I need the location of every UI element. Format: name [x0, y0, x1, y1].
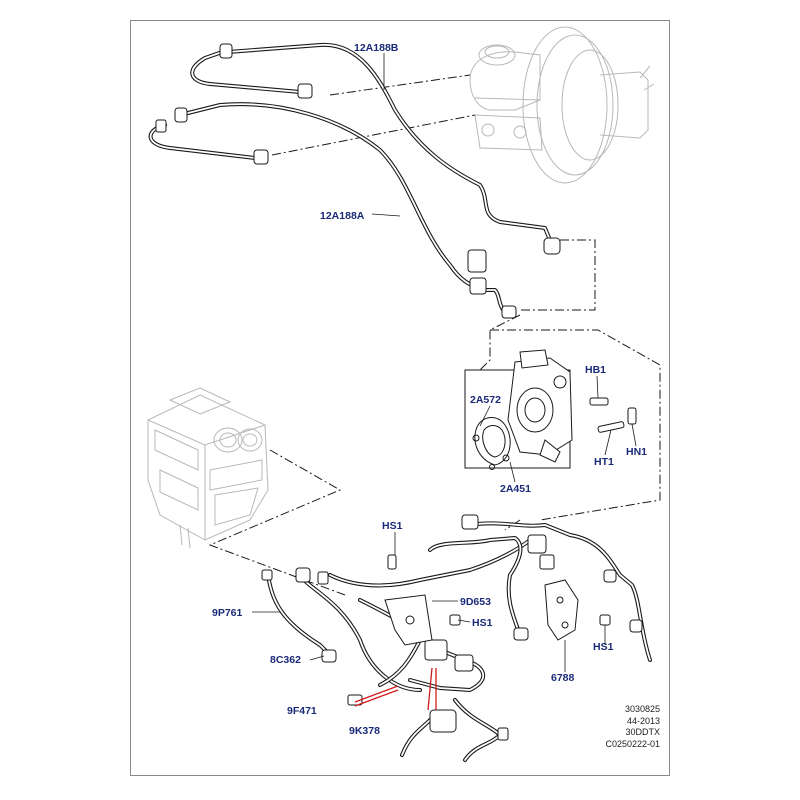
- label-12a188b: 12A188B: [354, 42, 399, 54]
- bracket-6788: [544, 579, 579, 641]
- label-hb1: HB1: [585, 364, 607, 376]
- brake-booster-ghost: [469, 26, 655, 184]
- label-9f471: 9F471: [287, 705, 317, 717]
- label-hs1-mid: HS1: [472, 617, 493, 629]
- diagram-frame: [130, 20, 670, 776]
- leader-lines: [208, 74, 661, 596]
- label-hs1-right: HS1: [593, 641, 614, 653]
- label-hn1: HN1: [626, 446, 648, 458]
- engine-ghost: [147, 387, 269, 549]
- vacuum-pump: [464, 349, 573, 470]
- label-12a188a: 12A188A: [320, 210, 365, 222]
- reference-line-2: 44-2013: [626, 715, 660, 726]
- label-8c362: 8C362: [270, 654, 301, 666]
- reference-info: 3030825 44-2013 30DDTX C0250222-01: [580, 704, 660, 750]
- label-9d653: 9D653: [460, 596, 491, 608]
- label-9p761: 9P761: [212, 607, 243, 619]
- label-6788: 6788: [551, 672, 575, 684]
- label-2a451: 2A451: [500, 483, 531, 495]
- reference-line-4: C0250222-01: [605, 738, 660, 749]
- label-leaders: [252, 53, 637, 672]
- label-ht1: HT1: [594, 456, 614, 468]
- reference-line-1: 3030825: [624, 704, 660, 714]
- highlight-leaders: [354, 667, 437, 711]
- reference-line-3: 30DDTX: [625, 727, 660, 737]
- hose-connectors: [261, 514, 643, 741]
- label-2a572: 2A572: [470, 394, 501, 406]
- label-9k378: 9K378: [349, 725, 380, 737]
- vacuum-hoses: [266, 521, 652, 762]
- bracket-9d653: [384, 594, 433, 646]
- label-hs1-top: HS1: [382, 520, 403, 532]
- brake-pipes: [148, 42, 554, 314]
- pipe-fittings: [155, 43, 561, 319]
